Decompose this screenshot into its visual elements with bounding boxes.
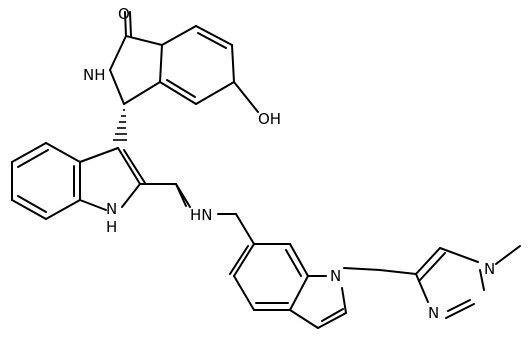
- carbonyl-oxygen-label: O: [118, 5, 130, 23]
- atom-labels: O NH OH N H HN N N N: [83, 5, 495, 322]
- indole-2-bonds: [229, 243, 417, 329]
- amine-ch2-bond: [175, 183, 187, 207]
- indole-nh-nitrogen-label: N: [106, 200, 117, 218]
- imidazole-n1-label: N: [484, 260, 495, 278]
- imidazole-bonds: [415, 245, 521, 319]
- amine-hn-label: HN: [190, 206, 213, 224]
- indole-nh-hydrogen-label: H: [106, 218, 117, 236]
- lactam-nh-label: NH: [83, 66, 106, 84]
- stereo-hash-bond: [113, 109, 127, 141]
- hydroxyl-label: OH: [258, 110, 281, 128]
- imidazole-n3-label: N: [428, 304, 439, 322]
- isoindolinone-bonds: [109, 11, 259, 113]
- linker-bonds: [217, 213, 255, 245]
- indole-2-nitrogen-label: N: [330, 267, 341, 285]
- indole-1-bonds: [11, 142, 191, 220]
